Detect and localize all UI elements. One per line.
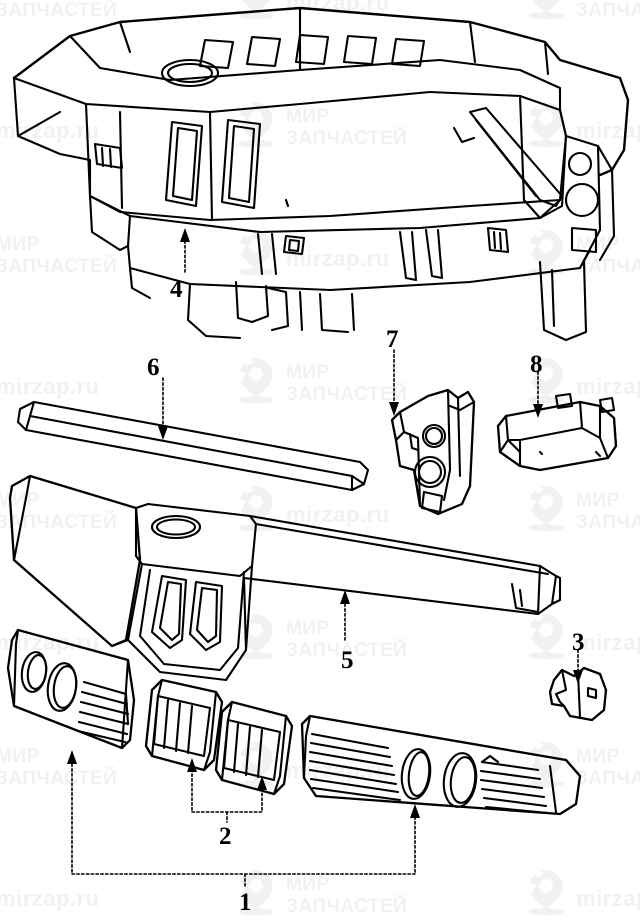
callout-number-5: 5: [341, 647, 354, 674]
part-8-right-headlamp-bracket: [496, 392, 618, 472]
callout-number-3: 3: [572, 629, 585, 656]
callout-number-7: 7: [386, 326, 399, 353]
leader-arrowheads: [67, 228, 583, 818]
callout-number-2: 2: [219, 823, 232, 850]
part-2-grille-vent-inserts: [144, 678, 294, 796]
part-4-radiator-support-panel: [12, 6, 630, 342]
callout-number-4: 4: [170, 276, 183, 303]
part-1-left-grille-bezel: [6, 628, 136, 750]
part-7-left-headlamp-bracket: [390, 388, 476, 516]
part-6-upper-moulding-strip: [16, 400, 370, 492]
part-1-right-grille-panel: [300, 714, 582, 816]
part-5-grille-cross-member: [8, 474, 562, 682]
callout-number-1: 1: [239, 889, 252, 916]
callout-number-6: 6: [147, 354, 160, 381]
callout-number-8: 8: [530, 351, 543, 378]
